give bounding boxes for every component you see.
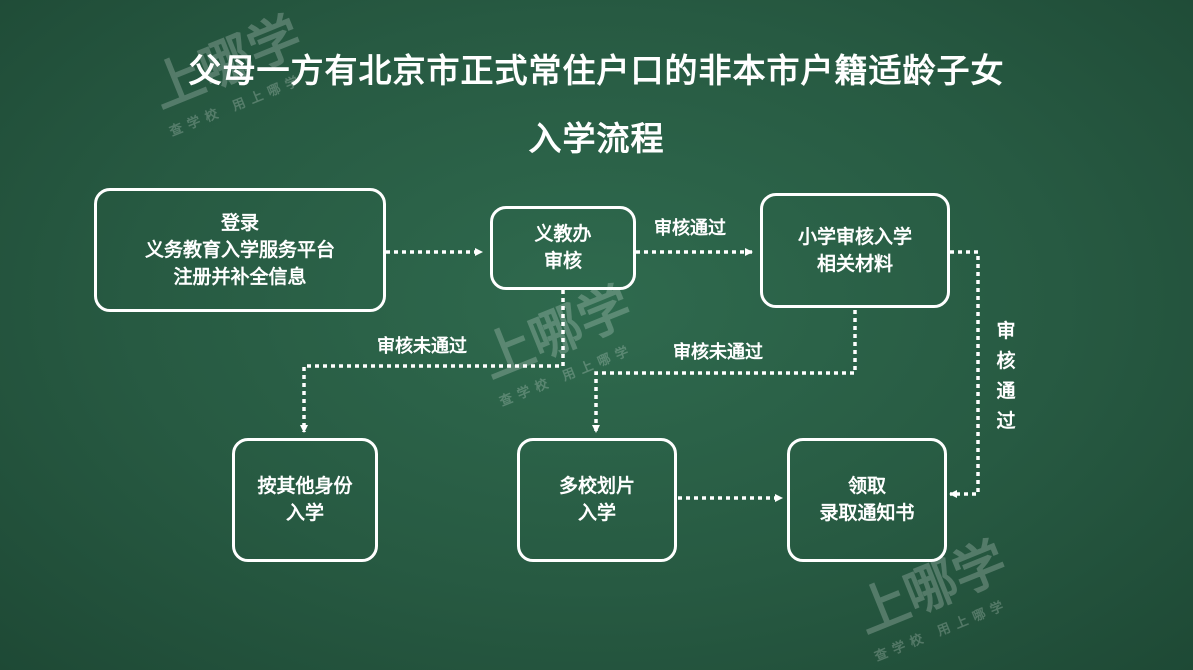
box-register-line1: 登录: [220, 211, 259, 234]
arrow-review-to-other: [300, 290, 565, 433]
box-multi-school-line2: 入学: [577, 502, 616, 524]
box-review-line2: 审核: [543, 250, 582, 272]
box-notice: 领取 录取通知书: [787, 438, 947, 562]
label-rejected-right: 审核未通过: [673, 342, 763, 363]
box-school-review-line2: 相关材料: [816, 252, 893, 275]
label-approved-vertical: 审 核 通 过: [996, 320, 1016, 432]
label-approved: 审核通过: [654, 218, 726, 239]
box-school-review: 小学审核入学 相关材料: [760, 193, 950, 308]
box-other-identity-line2: 入学: [285, 502, 324, 524]
box-notice-line2: 录取通知书: [819, 502, 915, 524]
box-school-review-line1: 小学审核入学: [797, 225, 912, 248]
arrow-school-to-multi: [592, 310, 857, 433]
box-multi-school-line1: 多校划片: [558, 475, 635, 497]
box-register-line3: 注册并补全信息: [173, 265, 307, 288]
diagram-title-line2: 入学流程: [528, 119, 665, 158]
box-review: 义教办 审核: [490, 206, 636, 290]
diagram-title: 父母一方有北京市正式常住户口的非本市户籍适龄子女: [188, 51, 1005, 90]
arrow-school-to-notice: [949, 250, 980, 498]
box-register-line2: 义务教育入学服务平台: [144, 238, 335, 261]
box-multi-school: 多校划片 入学: [517, 438, 677, 562]
box-other-identity-line1: 按其他身份: [257, 475, 353, 497]
box-review-line1: 义教办: [534, 223, 592, 245]
box-register: 登录 义务教育入学服务平台 注册并补全信息: [94, 188, 386, 312]
box-other-identity: 按其他身份 入学: [232, 438, 378, 562]
label-rejected-left: 审核未通过: [377, 336, 467, 357]
box-notice-line1: 领取: [847, 475, 886, 497]
